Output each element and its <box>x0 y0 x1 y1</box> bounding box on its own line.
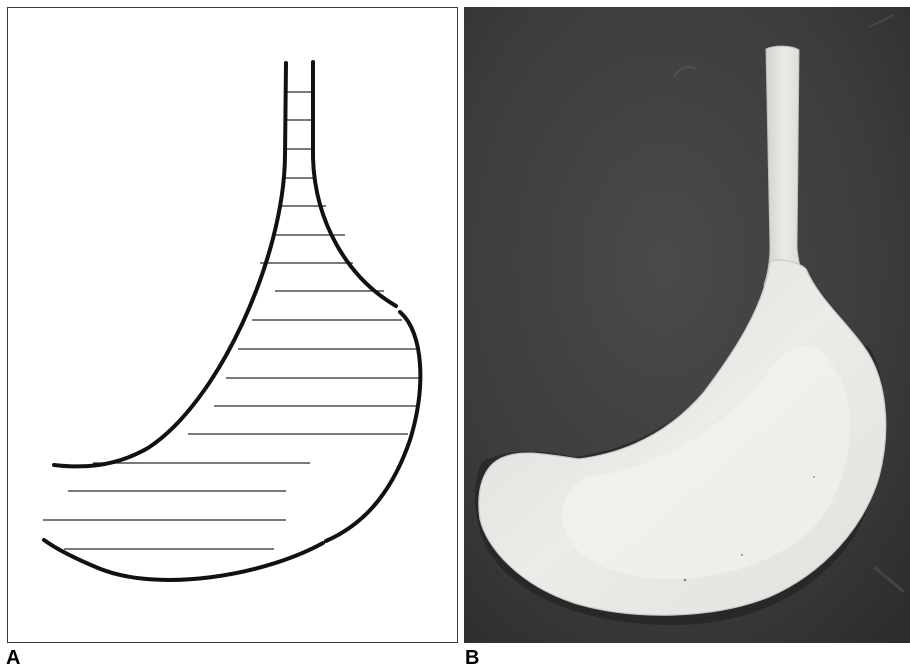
panel-b-photograph <box>464 7 910 643</box>
stomach-outline <box>44 62 420 580</box>
bottom-outline <box>44 540 323 580</box>
cast-speck <box>741 554 743 556</box>
panel-a-drawing <box>7 7 458 643</box>
cast-speck <box>684 579 687 582</box>
cast-speck <box>813 476 815 478</box>
stomach-diagram <box>8 8 457 642</box>
greater-curvature-outline-lower <box>326 312 420 541</box>
cast-photograph <box>464 7 910 643</box>
greater-curvature-outline <box>313 62 396 306</box>
hatch-lines <box>43 92 420 549</box>
panel-label-a: A <box>6 648 20 668</box>
panel-label-b: B <box>465 648 479 668</box>
